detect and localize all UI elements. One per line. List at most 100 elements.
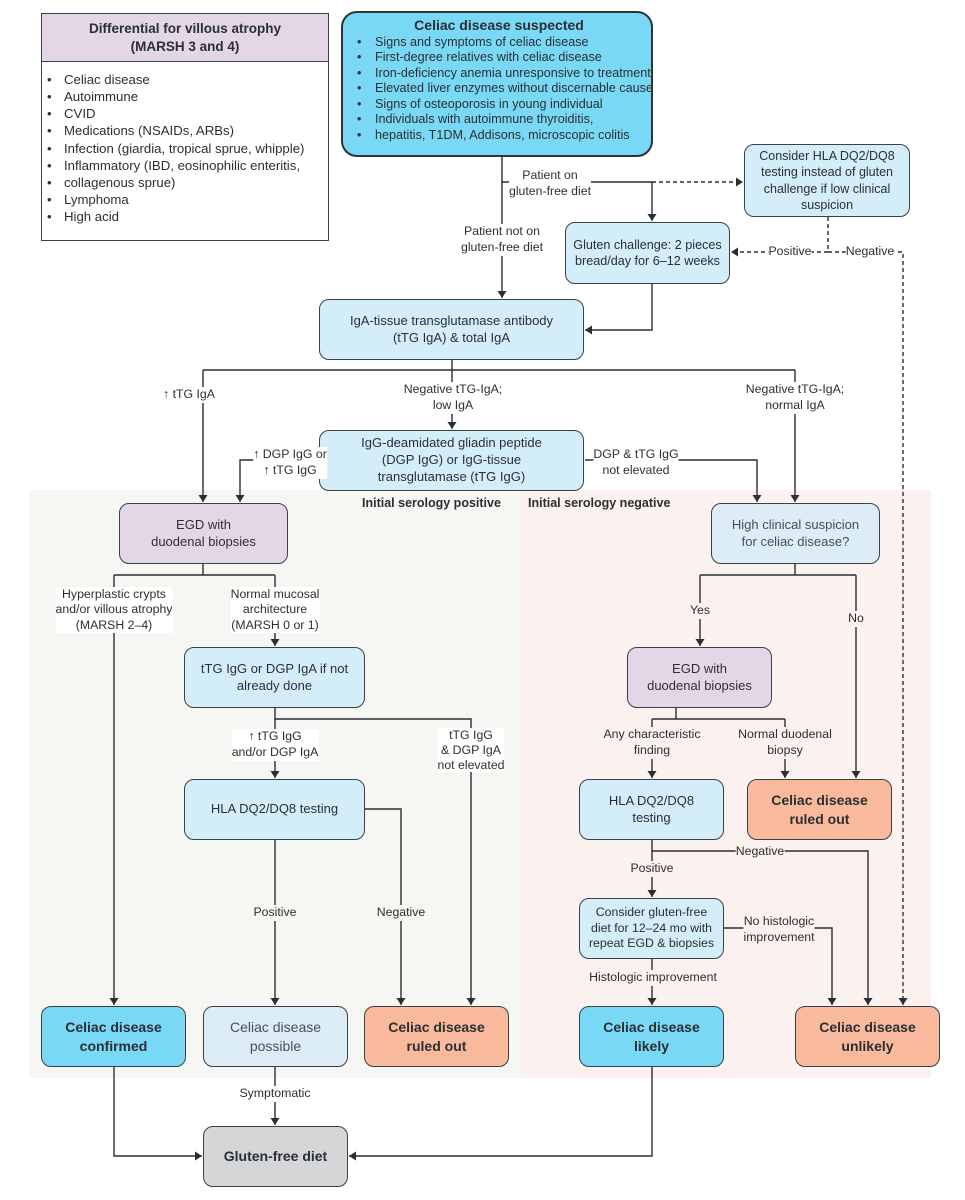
- list-item: High acid: [44, 208, 328, 225]
- node-line: High clinical suspicion: [731, 516, 860, 532]
- node-line: for celiac disease?: [741, 533, 850, 549]
- suspected-list: Signs and symptoms of celiac disease Fir…: [355, 35, 653, 144]
- list-item: Autoimmune: [44, 88, 328, 105]
- list-item: CVID: [44, 105, 328, 122]
- node-line: HLA DQ2/DQ8 testing: [210, 801, 339, 817]
- label-line: and/or villous atrophy: [55, 602, 173, 617]
- celiac-likely-box: Celiac disease likely: [579, 1006, 724, 1067]
- node-line: IgA-tissue transglutamase antibody: [349, 312, 554, 328]
- list-item-continuation: collagenous sprue): [44, 174, 328, 191]
- list-item: Medications (NSAIDs, ARBs): [44, 122, 328, 139]
- label-line: ↑ tTG IgG: [248, 729, 302, 743]
- label-line: Negative tTG-IgA;: [403, 382, 503, 396]
- label-line: Normal mucosal: [230, 587, 320, 601]
- differential-list: Celiac disease Autoimmune CVID Medicatio…: [42, 62, 328, 226]
- edge-low-iga-to-dgp-arrowhead: [447, 422, 457, 429]
- label-line: No histologic: [743, 914, 815, 928]
- node-line: testing instead of gluten: [760, 165, 894, 180]
- celiac-possible-box: Celiac disease possible: [203, 1006, 348, 1067]
- gluten-free-diet-box: Gluten-free diet: [203, 1126, 348, 1187]
- list-item: Infection (giardia, tropical sprue, whip…: [44, 140, 328, 157]
- label-line: ↑ tTG IgG: [263, 462, 317, 477]
- node-line: transglutamase (tTG IgG): [377, 468, 526, 484]
- node-line: Celiac disease: [771, 792, 868, 809]
- edge-suspected-to-gfd-branch-arrowhead: [647, 214, 657, 221]
- edge-positive-to-challenge-arrowhead: [731, 247, 738, 257]
- edge-label-normal-mucosal: Normal mucosal architecture (MARSH 0 or …: [230, 587, 320, 634]
- node-line: ruled out: [789, 810, 850, 827]
- egd-biopsy-left-box: EGD with duodenal biopsies: [119, 503, 288, 564]
- node-line: Celiac disease: [819, 1019, 916, 1036]
- list-item: Celiac disease: [44, 71, 328, 88]
- edge-likely-to-gfd: [349, 1067, 653, 1157]
- node-line: Gluten-free diet: [223, 1148, 328, 1165]
- label-line: architecture: [242, 602, 308, 617]
- edge-possible-to-gfd-arrowhead: [270, 1118, 280, 1125]
- edge-label-no: No: [848, 611, 864, 627]
- label-line: Patient not on: [464, 224, 540, 238]
- list-item: Signs of osteoporosis in young individua…: [355, 97, 643, 113]
- edge-likely-to-gfd-arrowhead: [349, 1151, 356, 1161]
- list-item-continuation: hepatitis, T1DM, Addisons, microscopic c…: [355, 128, 643, 144]
- edge-label-hyperplastic: Hyperplastic crypts and/or villous atrop…: [55, 587, 173, 634]
- label-line: (MARSH 2–4): [75, 617, 153, 632]
- edge-confirmed-to-gfd: [113, 1067, 202, 1157]
- label-line: and/or DGP IgA: [231, 744, 319, 759]
- node-line: duodenal biopsies: [151, 533, 256, 549]
- list-item: Elevated liver enzymes without discernab…: [355, 81, 653, 97]
- edge-label-neg-low-iga: Negative tTG-IgA; low IgA: [403, 382, 503, 414]
- region-label-positive: Initial serology positive: [362, 496, 501, 510]
- label-line: gluten-free diet: [460, 239, 544, 254]
- edge-label-any-finding: Any characteristic finding: [603, 727, 701, 759]
- list-item: Lymphoma: [44, 191, 328, 208]
- node-line: Celiac disease: [229, 1019, 322, 1036]
- node-line: possible: [249, 1037, 302, 1054]
- edge-label-dgp-not-elevated: DGP & tTG IgG not elevated: [593, 447, 679, 479]
- edge-label-yes: Yes: [689, 603, 711, 619]
- node-line: (DGP IgG) or IgG-tissue: [381, 452, 522, 468]
- celiac-suspected-box: Celiac disease suspected Signs and sympt…: [341, 11, 653, 157]
- hla-testing-right-box: HLA DQ2/DQ8 testing: [579, 779, 724, 840]
- node-line: Consider gluten-free: [595, 905, 708, 920]
- suspected-title: Celiac disease suspected: [414, 17, 584, 33]
- node-line: duodenal biopsies: [647, 677, 752, 693]
- label-line: ↑ DGP IgG or: [253, 447, 327, 461]
- hla-testing-left-box: HLA DQ2/DQ8 testing: [184, 779, 365, 840]
- node-line: HLA DQ2/DQ8: [608, 792, 695, 808]
- node-line: likely: [633, 1037, 670, 1054]
- edge-confirmed-to-gfd-arrowhead: [195, 1151, 202, 1161]
- node-line: EGD with: [176, 516, 231, 532]
- node-line: EGD with: [672, 660, 727, 676]
- egd-biopsy-right-box: EGD with duodenal biopsies: [627, 647, 772, 708]
- edge-label-hla-left-negative: Negative: [376, 905, 426, 921]
- ruled-out-left-box: Celiac disease ruled out: [364, 1006, 509, 1067]
- edge-challenge-to-ttg-arrowhead: [585, 325, 592, 335]
- node-line: Celiac disease: [388, 1019, 485, 1036]
- label-line: normal IgA: [765, 397, 825, 412]
- edge-label-symptomatic: Symptomatic: [239, 1086, 311, 1102]
- node-line: repeat EGD & biopsies: [588, 936, 715, 951]
- edge-challenge-to-ttg: [585, 284, 653, 331]
- node-line: diet for 12–24 mo with: [591, 920, 712, 935]
- node-line: tTG IgG or DGP IgA if not: [200, 660, 349, 676]
- edge-label-ttg-up: ↑ tTG IgA: [163, 387, 215, 403]
- edge-label-positive-dashed: Positive: [768, 244, 812, 260]
- edge-label-ttg-igg-up: ↑ tTG IgG and/or DGP IgA: [231, 729, 319, 761]
- node-line: Gluten challenge: 2 pieces: [573, 237, 722, 252]
- region-label-negative: Initial serology negative: [528, 496, 671, 510]
- label-line: biopsy: [767, 742, 803, 757]
- node-line: IgG-deamidated gliadin peptide: [361, 435, 542, 451]
- list-item: Signs and symptoms of celiac disease: [355, 35, 643, 51]
- node-line: (tTG IgA) & total IgA: [392, 329, 511, 345]
- edge-label-dgp-up: ↑ DGP IgG or ↑ tTG IgG: [253, 447, 327, 479]
- label-line: low IgA: [432, 397, 474, 412]
- edge-label-normal-biopsy: Normal duodenal biopsy: [738, 727, 832, 759]
- label-line: finding: [633, 742, 671, 757]
- node-line: testing: [632, 809, 671, 825]
- edge-label-no-histologic: No histologic improvement: [743, 914, 815, 946]
- label-line: Hyperplastic crypts: [62, 587, 166, 601]
- node-line: confirmed: [79, 1037, 148, 1054]
- label-line: Any characteristic: [603, 727, 701, 741]
- label-line: & DGP IgA: [441, 742, 501, 757]
- node-line: Celiac disease: [603, 1019, 700, 1036]
